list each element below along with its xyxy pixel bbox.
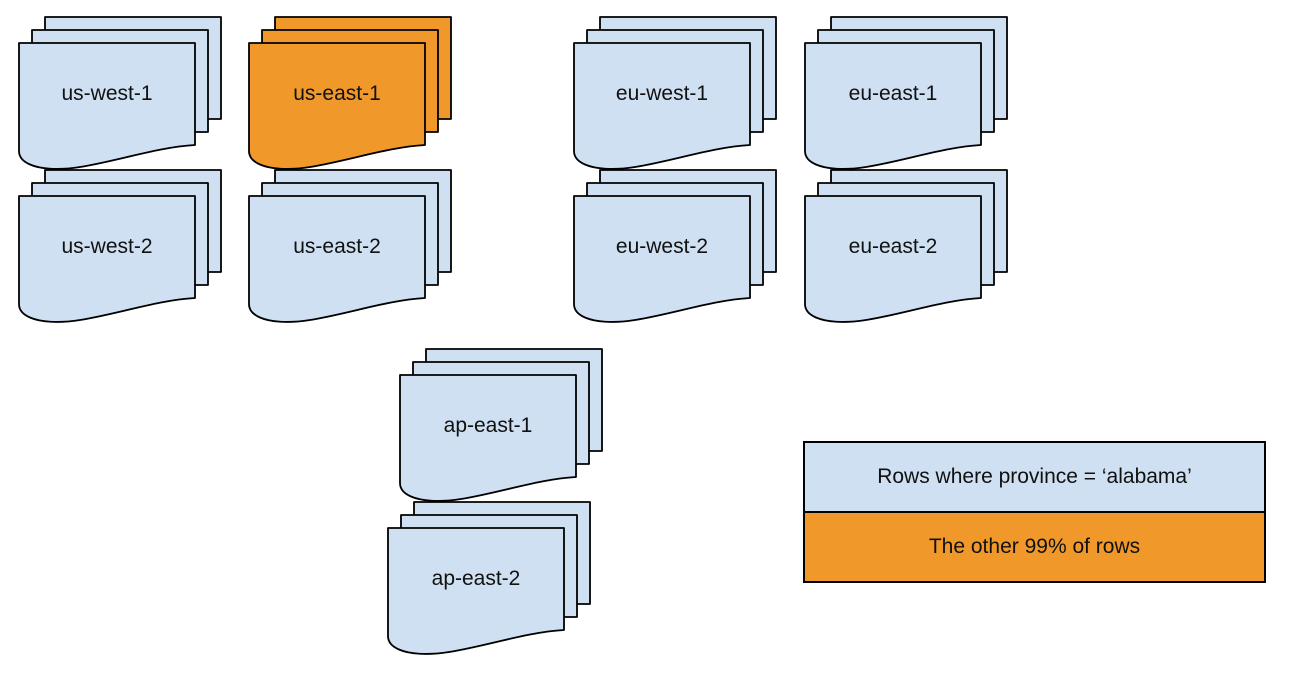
multi-document-icon: [387, 501, 591, 655]
region-stack-us-east-2: us-east-2: [248, 169, 453, 325]
multi-document-icon: [573, 16, 777, 170]
region-stack-eu-east-2: eu-east-2: [804, 169, 1009, 325]
region-stack-eu-west-2: eu-west-2: [573, 169, 778, 325]
region-stack-eu-east-1: eu-east-1: [804, 16, 1009, 172]
legend-item-alabama-rows: Rows where province = ‘alabama’: [805, 443, 1264, 513]
multi-document-icon: [248, 16, 452, 170]
multi-document-icon: [18, 16, 222, 170]
region-stack-ap-east-2: ap-east-2: [387, 501, 592, 657]
multi-document-icon: [399, 348, 603, 502]
region-stack-us-west-1: us-west-1: [18, 16, 223, 172]
multi-document-icon: [248, 169, 452, 323]
multi-document-icon: [804, 16, 1008, 170]
legend-item-other-rows: The other 99% of rows: [805, 513, 1264, 581]
multi-document-icon: [804, 169, 1008, 323]
region-stack-ap-east-1: ap-east-1: [399, 348, 604, 504]
region-stack-us-west-2: us-west-2: [18, 169, 223, 325]
multi-document-icon: [573, 169, 777, 323]
multi-document-icon: [18, 169, 222, 323]
region-stack-us-east-1: us-east-1: [248, 16, 453, 172]
legend: Rows where province = ‘alabama’ The othe…: [803, 441, 1266, 583]
region-stack-eu-west-1: eu-west-1: [573, 16, 778, 172]
